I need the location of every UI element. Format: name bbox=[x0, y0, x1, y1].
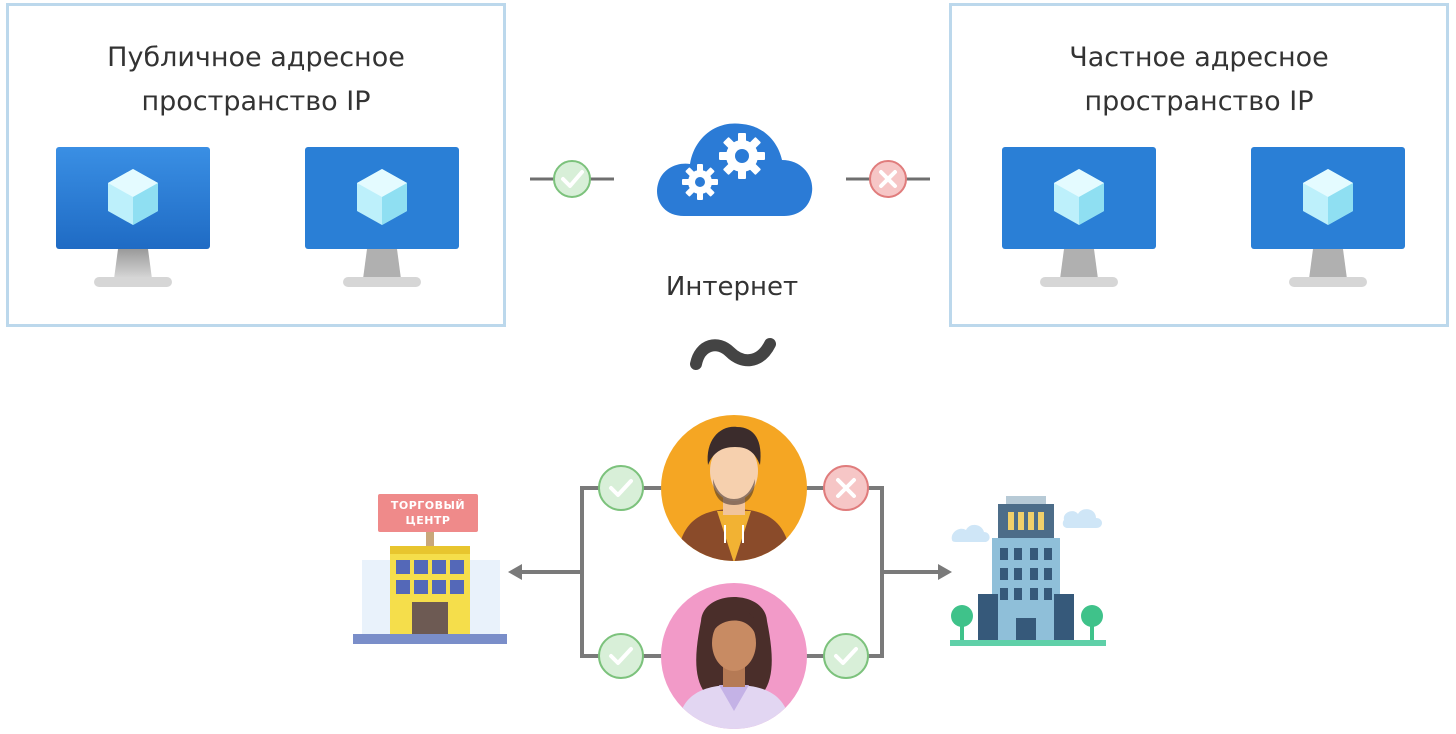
public-title-line1: Публичное адресное bbox=[107, 42, 405, 73]
person-woman-icon bbox=[659, 581, 809, 731]
check-icon bbox=[597, 464, 645, 512]
person-man-icon bbox=[659, 413, 809, 563]
check-icon bbox=[597, 632, 645, 680]
public-title-line2: пространство IP bbox=[141, 86, 371, 117]
virtual-machine-icon bbox=[305, 147, 461, 292]
public-allowed-connector bbox=[530, 159, 614, 199]
private-panel-title: Частное адресное пространство IP bbox=[952, 36, 1446, 124]
mall-sign-line1: ТОРГОВЫЙ bbox=[390, 499, 466, 512]
check-icon bbox=[822, 632, 870, 680]
office-building-icon bbox=[946, 490, 1110, 652]
virtual-machine-icon bbox=[1251, 147, 1407, 292]
private-title-line1: Частное адресное bbox=[1069, 42, 1329, 73]
cloud-gears-icon bbox=[654, 112, 814, 224]
virtual-machine-icon bbox=[56, 147, 212, 292]
tilde-icon bbox=[690, 334, 776, 374]
virtual-machine-icon bbox=[1002, 147, 1158, 292]
mall-icon: ТОРГОВЫЙ ЦЕНТР bbox=[350, 490, 510, 650]
internet-label: Интернет bbox=[665, 272, 799, 302]
mall-sign-line2: ЦЕНТР bbox=[405, 514, 451, 527]
private-title-line2: пространство IP bbox=[1084, 86, 1314, 117]
cross-icon bbox=[822, 464, 870, 512]
mall-sign: ТОРГОВЫЙ ЦЕНТР bbox=[378, 494, 478, 532]
public-panel-title: Публичное адресное пространство IP bbox=[9, 36, 503, 124]
private-blocked-connector bbox=[846, 159, 930, 199]
